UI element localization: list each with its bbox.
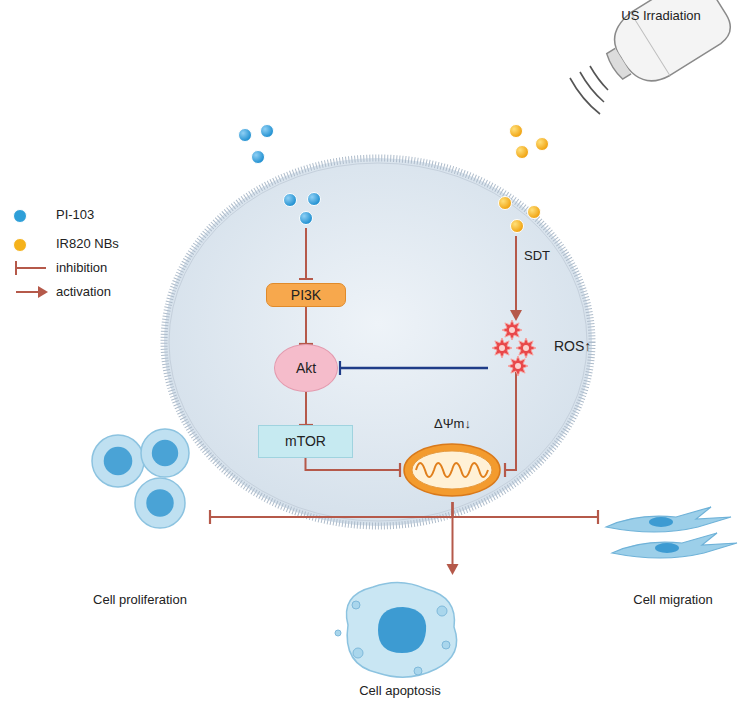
node-label: Cell migration <box>633 592 712 610</box>
migrating-nucleus <box>649 517 673 527</box>
connector-line <box>453 502 599 517</box>
connector-line <box>340 367 488 370</box>
cell-body <box>141 429 189 477</box>
ros-star-core <box>499 345 505 351</box>
connector <box>210 502 453 524</box>
node-label: mTOR <box>285 433 326 450</box>
legend-swatch <box>12 208 28 224</box>
node-label: ΔΨm↓ <box>434 416 471 502</box>
activation-line <box>515 236 517 312</box>
connector-line <box>505 372 516 470</box>
apoptotic-nucleus <box>378 607 426 653</box>
inhibition-line <box>305 228 307 279</box>
connector <box>505 372 516 477</box>
mitochondrion: ΔΨm↓ <box>400 416 505 502</box>
connector <box>299 307 313 344</box>
cell-membrane <box>164 158 592 526</box>
migrating-cell <box>612 533 737 558</box>
ultrasound-waves <box>570 66 608 114</box>
sdt-label: SDT <box>524 248 564 264</box>
apoptotic-body <box>335 630 341 636</box>
legend-text: activation <box>56 284 111 300</box>
ros-star-core <box>509 327 515 333</box>
ros-star <box>502 320 522 340</box>
connector <box>299 392 313 425</box>
apoptotic-body <box>442 641 450 649</box>
akt-circle: Akt <box>274 344 338 392</box>
apoptotic-cell <box>346 582 456 677</box>
apoptotic-body <box>352 601 360 609</box>
connector <box>340 361 488 375</box>
ultrasound-probe <box>593 0 737 99</box>
inhibition-bar <box>597 510 599 524</box>
connector <box>306 458 401 477</box>
connector-line <box>305 307 307 344</box>
cell-nucleus <box>104 447 133 476</box>
pi103-dots <box>239 125 321 225</box>
ros-cluster: ROS↑ <box>488 318 601 376</box>
legend-dot <box>14 239 27 252</box>
cell-membrane-inner <box>169 163 587 521</box>
mito-outer <box>404 444 500 496</box>
inhibition-bar <box>209 510 211 524</box>
apoptotic-body <box>414 667 422 675</box>
mito-cristae <box>416 463 488 477</box>
legend-text: inhibition <box>56 260 107 276</box>
connector-line <box>210 502 453 517</box>
migrating-nucleus <box>655 543 679 553</box>
ros-star <box>508 356 528 376</box>
apop-picture <box>318 575 482 701</box>
node-label: Akt <box>296 360 316 377</box>
node-label: Cell apoptosis <box>359 683 441 701</box>
mtor-box: mTOR <box>258 425 353 458</box>
legend-dot <box>14 210 27 223</box>
apoptotic-body <box>353 648 363 658</box>
pi3k-box: PI3K <box>266 283 346 307</box>
connector <box>453 502 599 524</box>
cell-nucleus <box>152 440 178 466</box>
cell-body <box>135 478 185 528</box>
migrating-cell <box>606 507 731 532</box>
node-label: PI3K <box>291 287 321 304</box>
legend-inhibition-bar <box>15 261 17 275</box>
legend-activation-head <box>38 286 48 298</box>
node-label: Cell proliferation <box>93 592 187 610</box>
prolif-picture <box>70 425 210 610</box>
apoptosis-group: Cell apoptosis <box>318 575 482 701</box>
legend-text: IR820 NBs <box>56 236 119 252</box>
connector-line <box>305 392 307 425</box>
ros-star-core <box>515 363 521 369</box>
mito-inner <box>412 451 492 489</box>
apoptotic-body <box>437 606 447 616</box>
inhibition-bar <box>299 278 313 280</box>
ros-star <box>492 338 512 358</box>
node-label: ROS↑ <box>554 338 591 355</box>
ros-star <box>516 338 536 358</box>
legend-inhibition-sample <box>16 267 46 269</box>
legend-swatch <box>12 237 28 253</box>
inhibition-bar <box>399 463 401 477</box>
migration-group: Cell migration <box>598 505 748 610</box>
ultrasound-label: US Irradiation <box>616 8 706 24</box>
legend-text: PI-103 <box>56 207 94 223</box>
legend-activation-sample <box>16 291 40 293</box>
inhibition-bar <box>504 463 506 477</box>
connector-line <box>306 458 401 470</box>
ros-star-core <box>523 345 529 351</box>
ir820-dots <box>499 125 549 233</box>
cell-body <box>92 435 144 487</box>
arrow-head <box>447 564 459 575</box>
inhibition-bar <box>339 361 341 375</box>
cell-nucleus <box>146 489 174 517</box>
proliferation-group: Cell proliferation <box>70 425 210 610</box>
